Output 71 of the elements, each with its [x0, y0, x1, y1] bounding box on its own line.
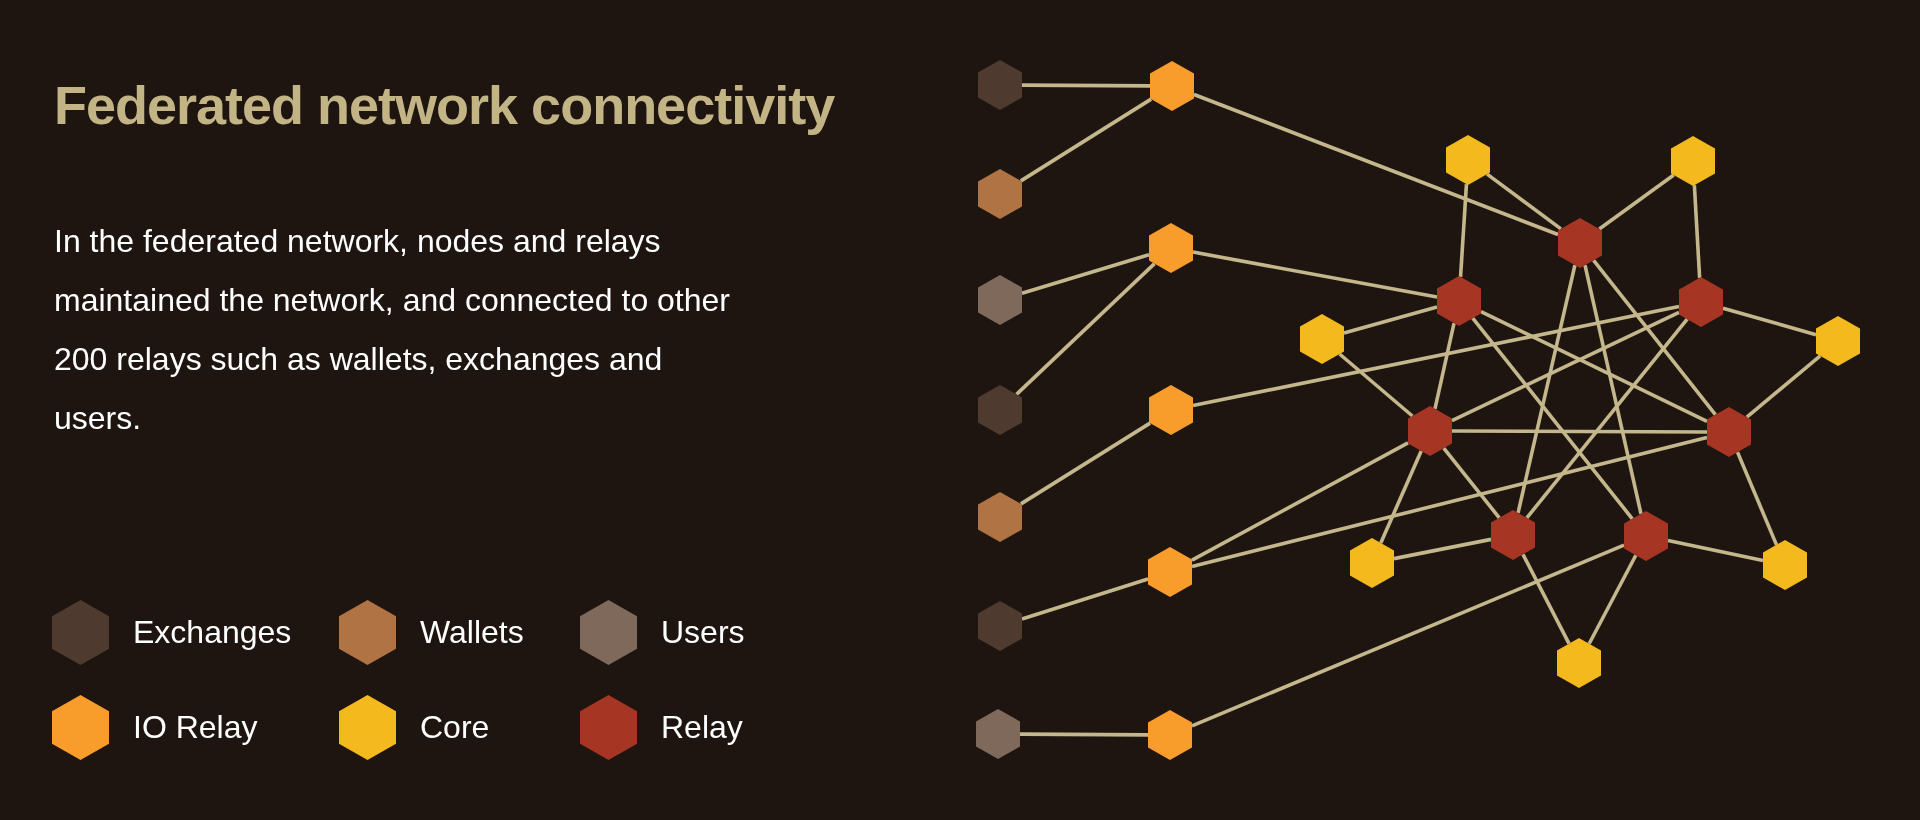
hexagon-node [976, 709, 1020, 759]
hexagon-node [1149, 223, 1193, 273]
hexagon-node [1558, 218, 1602, 268]
hexagon-node [1491, 510, 1535, 560]
connection-line [1722, 306, 1817, 337]
connection-line [1583, 264, 1643, 515]
connection-line [1480, 310, 1708, 423]
connection-line [1598, 173, 1675, 231]
connection-line [1191, 441, 1409, 562]
connection-line [1735, 451, 1779, 546]
hexagon-node [1148, 710, 1192, 760]
connection-line [1587, 554, 1638, 645]
connection-line [1343, 305, 1438, 335]
hexagon-node [978, 275, 1022, 325]
hexagon-node [978, 169, 1022, 219]
hexagon-node [1150, 61, 1194, 111]
legend-label: Wallets [420, 613, 524, 652]
hexagon-node [978, 385, 1022, 435]
connection-line [1433, 322, 1456, 410]
connection-line [1458, 184, 1469, 277]
legend-label: IO Relay [133, 708, 258, 747]
connection-line [1019, 97, 1153, 183]
hexagon-node [978, 60, 1022, 110]
connection-line [1451, 310, 1680, 423]
hexagon-node [1557, 638, 1601, 688]
legend-label: Relay [661, 708, 743, 747]
hexagon-node [1816, 316, 1860, 366]
connection-line [1379, 450, 1423, 544]
connection-line [1667, 538, 1764, 563]
connection-line [1192, 250, 1438, 299]
hexagon-node [1707, 407, 1751, 457]
connection-line [1022, 83, 1150, 88]
connection-line [1471, 317, 1634, 520]
connection-line [1521, 553, 1571, 645]
connection-line [1192, 304, 1680, 408]
connection-line [1015, 262, 1156, 396]
hexagon-node [1437, 276, 1481, 326]
hexagon-node [1148, 547, 1192, 597]
connection-line [1021, 252, 1150, 296]
connection-line [1020, 421, 1151, 506]
legend-label: Exchanges [133, 613, 292, 652]
hexagon-node [1763, 540, 1807, 590]
hexagon-node [1350, 538, 1394, 588]
hexagon-node [1300, 314, 1344, 364]
connection-line [1338, 352, 1414, 418]
connection-line [1191, 543, 1625, 728]
connection-line [1525, 318, 1689, 519]
connection-line [1393, 537, 1492, 561]
hexagon-node [978, 492, 1022, 542]
connection-line [1020, 732, 1148, 737]
diagram-title: Federated network connectivity [54, 76, 835, 136]
connection-line [1692, 185, 1702, 278]
hexagon-node [1408, 406, 1452, 456]
hexagon-node [1446, 135, 1490, 185]
connection-line [1191, 435, 1708, 569]
connection-line [1592, 259, 1717, 416]
legend-label: Users [661, 613, 745, 652]
connection-line [1193, 92, 1559, 237]
connection-line [1452, 429, 1707, 434]
connection-line [1021, 577, 1149, 621]
description-paragraph: In the federated network, nodes and relays maintained the network, and connected to other 200 relays such as wallets, exchanges and users. [54, 222, 731, 438]
hexagon-node [1149, 385, 1193, 435]
hexagon-node [1624, 511, 1668, 561]
connection-line [1486, 172, 1562, 231]
legend-label: Core [420, 708, 490, 747]
connection-line [1442, 447, 1501, 519]
connection-line [1745, 354, 1822, 419]
hexagon-node [1679, 277, 1723, 327]
hexagon-node [978, 601, 1022, 651]
hexagon-node [1671, 136, 1715, 186]
connection-line [1516, 264, 1577, 514]
